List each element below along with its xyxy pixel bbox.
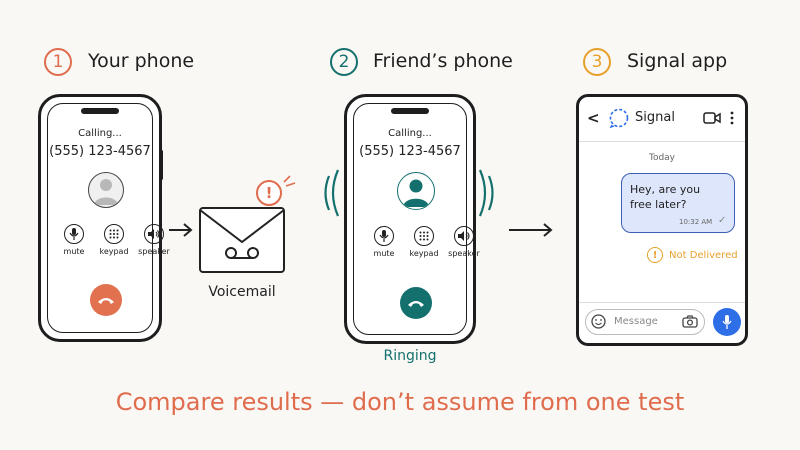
friend-phone: Calling... (555) 123-4567 mute [344, 94, 480, 344]
phone-notch [391, 108, 429, 114]
caller-avatar [397, 172, 435, 210]
alert-spark-icon [283, 175, 296, 187]
step-1-title: Your phone [88, 50, 195, 72]
end-call-button[interactable] [90, 284, 122, 316]
phone-receiver-icon [408, 301, 424, 307]
not-delivered-status: ! Not Delivered [647, 247, 738, 263]
ringing-waves-left-icon [324, 169, 340, 217]
phone-notch [81, 108, 119, 114]
speaker-button[interactable]: speaker [444, 226, 484, 258]
call-status: Calling... [78, 128, 122, 139]
call-status: Calling... [388, 128, 432, 139]
keypad-icon [104, 224, 124, 244]
speaker-label: speaker [448, 249, 480, 258]
status-text: Not Delivered [669, 249, 738, 261]
arrow-to-voicemail [169, 223, 193, 237]
sent-check-icon: ✓ [718, 215, 727, 226]
voicemail-envelope-icon [199, 207, 285, 273]
voice-message-button[interactable] [713, 308, 741, 336]
message-placeholder: Message [614, 316, 658, 327]
video-call-icon[interactable] [703, 112, 721, 124]
answer-call-button[interactable] [400, 287, 432, 319]
signal-logo-icon [609, 108, 629, 128]
keypad-button[interactable]: keypad [404, 226, 444, 258]
step-3-number: 3 [583, 48, 611, 76]
message-text: Hey, are you free later? [630, 183, 701, 211]
person-icon [403, 179, 429, 207]
mute-button[interactable]: mute [54, 224, 94, 256]
arrow-to-signal [509, 223, 553, 237]
signal-app-window: < Signal Today Hey, are you free later? … [576, 94, 748, 346]
dialed-number: (555) 123-4567 [49, 144, 151, 159]
mute-button[interactable]: mute [364, 226, 404, 258]
message-time: 10:32 AM [679, 218, 713, 226]
more-options-icon[interactable] [729, 111, 735, 125]
keypad-label: keypad [99, 247, 129, 256]
mute-label: mute [373, 249, 395, 258]
step-3-title: Signal app [627, 50, 728, 72]
your-phone-screen: Calling... (555) 123-4567 mute [47, 103, 170, 333]
speaker-icon [144, 224, 164, 244]
friend-phone-screen: Calling... (555) 123-4567 mute [353, 103, 480, 335]
contact-avatar [88, 172, 124, 208]
compose-bar: Message [579, 302, 745, 343]
keypad-icon [414, 226, 434, 246]
step-2-title: Friend’s phone [373, 50, 513, 72]
warning-icon: ! [647, 247, 663, 263]
keypad-label: keypad [409, 249, 439, 258]
ringing-waves-right-icon [478, 169, 494, 217]
back-icon[interactable]: < [587, 109, 600, 127]
voicemail-label: Voicemail [208, 284, 276, 300]
ringing-caption: Ringing [383, 348, 437, 364]
voicemail-alert-badge: ! [256, 180, 282, 206]
caller-number: (555) 123-4567 [359, 144, 461, 159]
footer-caption: Compare results — don’t assume from one … [115, 388, 685, 416]
message-input[interactable]: Message [585, 309, 705, 335]
camera-icon[interactable] [682, 315, 698, 328]
phone-side-button [160, 150, 163, 180]
chat-title: Signal [635, 110, 675, 125]
microphone-icon [374, 226, 394, 246]
alert-icon: ! [265, 184, 273, 202]
chat-header: < Signal [579, 97, 745, 142]
emoji-icon[interactable] [591, 314, 606, 329]
date-divider: Today [648, 153, 676, 163]
step-1-number: 1 [44, 48, 72, 76]
speaker-label: speaker [138, 247, 170, 256]
person-icon [94, 179, 118, 205]
microphone-icon [722, 315, 732, 329]
your-phone: Calling... (555) 123-4567 mute [38, 94, 170, 342]
microphone-icon [64, 224, 84, 244]
speaker-button[interactable]: speaker [134, 224, 174, 256]
mute-label: mute [63, 247, 85, 256]
hang-up-icon [98, 298, 114, 304]
step-2-number: 2 [330, 48, 358, 76]
keypad-button[interactable]: keypad [94, 224, 134, 256]
message-bubble[interactable]: Hey, are you free later? 10:32 AM ✓ [621, 173, 735, 233]
speaker-icon [454, 226, 474, 246]
